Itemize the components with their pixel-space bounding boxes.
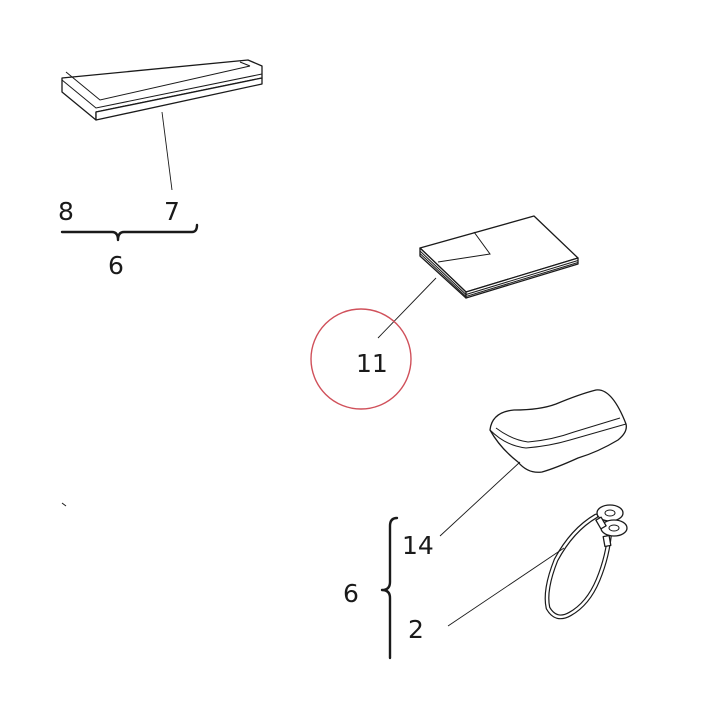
callout-14: 14 (402, 531, 434, 560)
callout-6-top: 6 (108, 251, 124, 280)
cushion-pad (489, 389, 627, 473)
leader-line-14 (439, 461, 521, 537)
leader-line-2 (447, 547, 565, 627)
callout-11: 11 (356, 349, 388, 378)
callout-2: 2 (408, 615, 424, 644)
callout-6-right: 6 (343, 579, 359, 608)
frame-panel-part (61, 59, 263, 121)
manual-booklet (419, 215, 579, 299)
highlight-circle (310, 308, 412, 410)
stray-mark (61, 502, 67, 507)
leader-line-11 (377, 277, 437, 339)
horizontal-brace (60, 223, 199, 242)
tether-cable (544, 504, 628, 620)
vertical-brace (380, 516, 399, 660)
callout-7: 7 (164, 197, 180, 226)
callout-8: 8 (58, 197, 74, 226)
leader-line-7 (161, 111, 173, 191)
